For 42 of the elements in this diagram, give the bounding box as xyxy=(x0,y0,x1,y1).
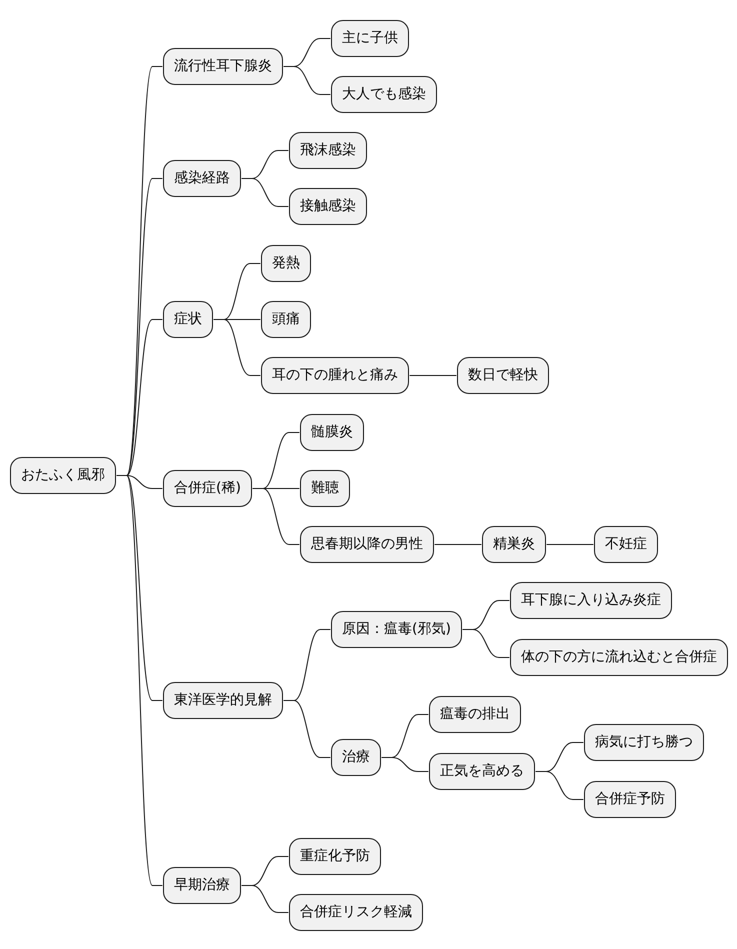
connector-line xyxy=(546,544,594,545)
topic-box: 合併症予防 xyxy=(584,781,676,818)
topic-box: 耳下腺に入り込み炎症 xyxy=(510,582,672,619)
connector-line xyxy=(462,629,510,658)
topic-box: 症状 xyxy=(163,301,213,338)
topic-box: 正気を高める xyxy=(429,753,535,790)
connector-line xyxy=(241,885,289,913)
connector-line xyxy=(381,757,429,772)
topic-box: 合併症リスク軽減 xyxy=(289,894,423,931)
topic-box: 原因：瘟毒(邪気) xyxy=(331,611,462,648)
connector-line xyxy=(252,488,300,545)
connector-line xyxy=(409,375,457,376)
topic-box: 感染経路 xyxy=(163,160,241,197)
topic-box: 数日で軽快 xyxy=(457,357,549,394)
topic-box: 大人でも感染 xyxy=(331,76,437,113)
topic-box: 精巣炎 xyxy=(482,526,546,563)
topic-box: 治療 xyxy=(331,739,381,776)
connector-line xyxy=(283,66,331,95)
topic-box: 合併症(稀) xyxy=(163,470,252,507)
topic-box: 早期治療 xyxy=(163,867,241,904)
topic-box: 思春期以降の男性 xyxy=(300,526,434,563)
connector-line xyxy=(213,319,261,376)
topic-box: 髄膜炎 xyxy=(300,414,364,451)
topic-box: 難聴 xyxy=(300,470,350,507)
topic-box: 不妊症 xyxy=(594,526,658,563)
connector-line xyxy=(241,178,289,207)
topic-box: 頭痛 xyxy=(261,301,311,338)
topic-box: 病気に打ち勝つ xyxy=(584,724,704,761)
connector-line xyxy=(283,700,331,758)
topic-box: 流行性耳下腺炎 xyxy=(163,48,283,85)
root-topic-box: おたふく風邪 xyxy=(10,457,116,494)
topic-box: 主に子供 xyxy=(331,20,409,57)
topic-box: 飛沫感染 xyxy=(289,132,367,169)
connector-line xyxy=(434,544,482,545)
topic-box: 東洋医学的見解 xyxy=(163,682,283,719)
topic-box: 接触感染 xyxy=(289,188,367,225)
topic-box: 発熱 xyxy=(261,245,311,282)
topic-box: 体の下の方に流れ込むと合併症 xyxy=(510,639,728,676)
topic-box: 瘟毒の排出 xyxy=(429,696,521,733)
topic-box: 重症化予防 xyxy=(289,838,381,875)
topic-box: 耳の下の腫れと痛み xyxy=(261,357,409,394)
connector-line xyxy=(535,771,584,800)
